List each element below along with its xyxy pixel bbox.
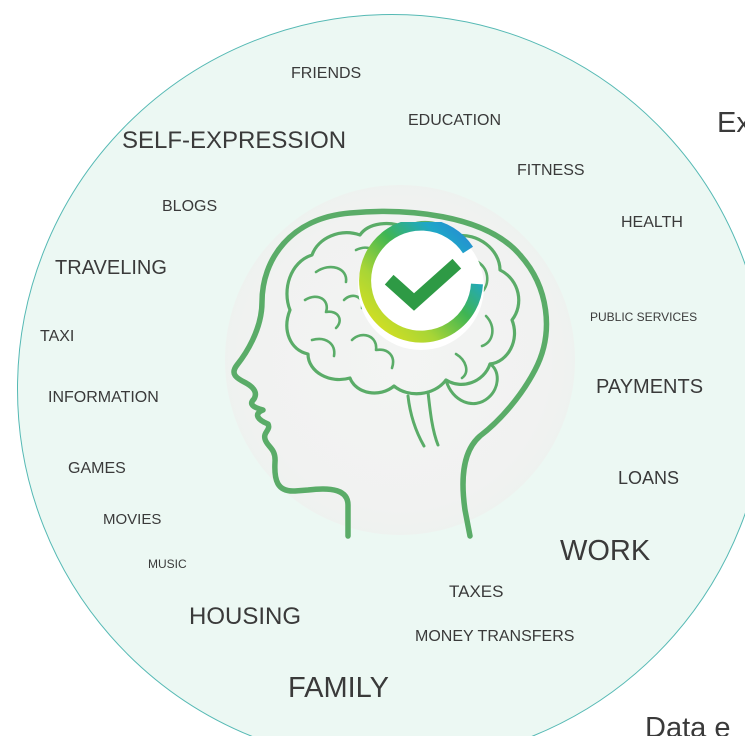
cut-off-heading-top: Ex: [717, 107, 745, 139]
keyword-movies: MOVIES: [103, 511, 162, 528]
keyword-games: GAMES: [68, 460, 126, 477]
keyword-family: FAMILY: [288, 672, 389, 704]
keyword-housing: HOUSING: [189, 603, 302, 630]
checkmark-ring-logo: [358, 222, 484, 350]
keyword-money-transfers: MONEY TRANSFERS: [415, 628, 575, 645]
keyword-taxi: TAXI: [40, 328, 75, 345]
keyword-work: WORK: [560, 535, 651, 567]
keyword-payments: PAYMENTS: [596, 376, 704, 398]
keyword-taxes: TAXES: [449, 582, 504, 601]
keyword-fitness: FITNESS: [517, 162, 585, 179]
keyword-education: EDUCATION: [408, 112, 502, 129]
keyword-loans: LOANS: [618, 468, 680, 488]
keyword-public-services: PUBLIC SERVICES: [590, 310, 698, 324]
keyword-blogs: BLOGS: [162, 198, 218, 215]
keyword-health: HEALTH: [621, 214, 683, 231]
keyword-information: INFORMATION: [48, 389, 159, 406]
cut-off-heading-bottom: Data e: [645, 712, 731, 736]
keyword-friends: FRIENDS: [291, 65, 362, 82]
keyword-music: MUSIC: [148, 557, 187, 571]
keyword-traveling: TRAVELING: [55, 257, 167, 279]
keyword-self-expression: SELF-EXPRESSION: [122, 127, 347, 154]
